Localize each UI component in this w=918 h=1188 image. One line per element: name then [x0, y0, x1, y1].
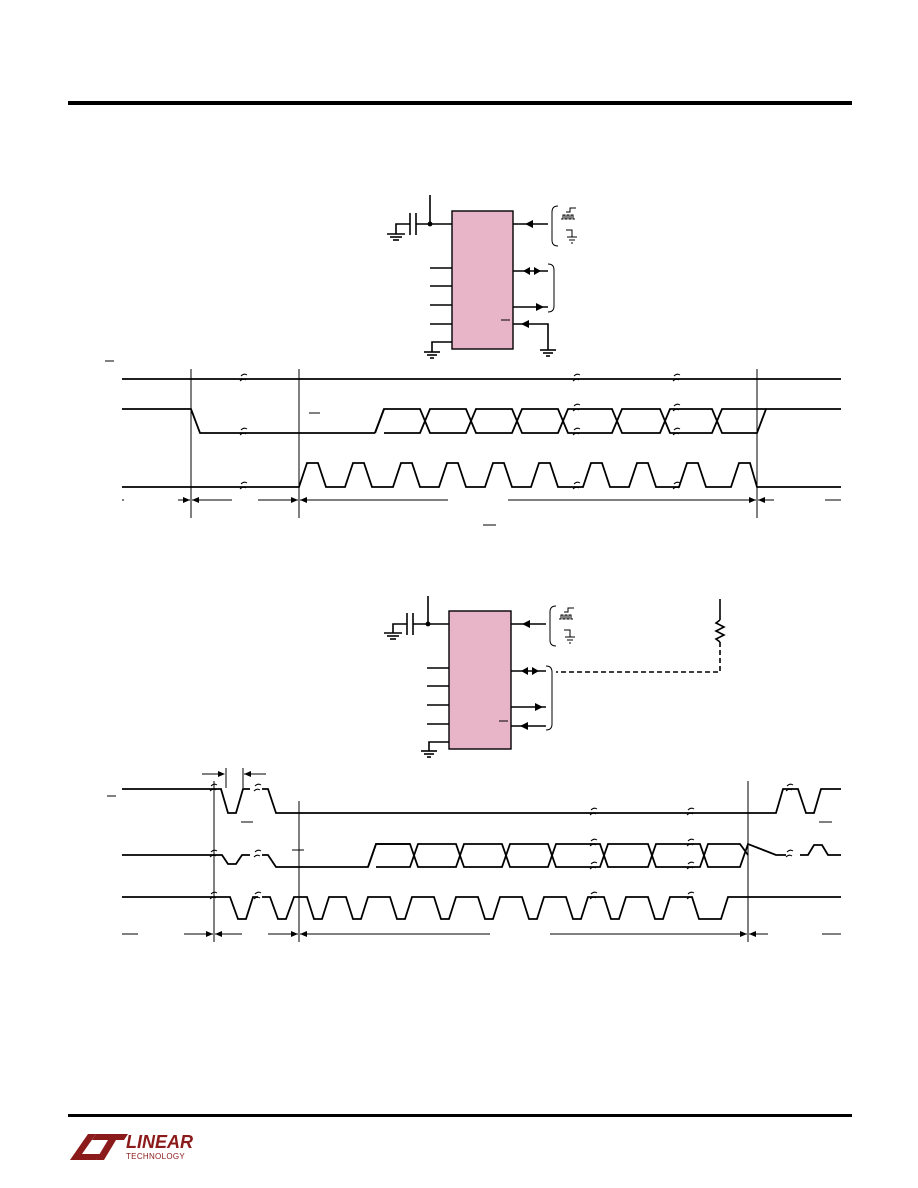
bottom-data-signal	[122, 842, 841, 868]
pullup-resistor-icon	[714, 619, 726, 643]
bottom-ground-icon	[384, 632, 402, 640]
top-arrow-cs-icon	[521, 320, 529, 328]
bottom-arrow-in-icon	[522, 620, 530, 628]
bottom-brace-input	[549, 605, 557, 647]
bottom-dim-arrow-a-icon	[218, 771, 225, 777]
bottom-gnd-lead	[428, 741, 449, 751]
top-clock-icon	[561, 207, 576, 220]
bottom-cs-signal-a	[122, 788, 250, 814]
top-arrow-bidir-right-icon	[534, 267, 541, 275]
top-ic-chip	[451, 210, 514, 350]
top-gnd-lead	[431, 341, 452, 352]
bottom-clock-signal	[122, 896, 841, 920]
top-ground-icon	[387, 233, 405, 241]
top-clock-signal	[122, 462, 841, 488]
top-break-marks	[239, 373, 681, 490]
bottom-chip-ground-icon	[421, 750, 437, 758]
top-circuit	[387, 195, 577, 359]
top-data-signal	[122, 408, 841, 434]
bottom-ic-chip	[448, 610, 512, 750]
bottom-brace-output	[545, 665, 553, 731]
bottom-arrow-out-icon	[535, 703, 543, 711]
bottom-break-marks	[209, 783, 794, 900]
linear-logo-icon	[70, 1134, 128, 1160]
top-brace-output	[547, 263, 555, 313]
top-cap-lead	[395, 223, 410, 234]
logo-wordmark: LINEAR	[126, 1132, 193, 1152]
bottom-small-ground-icon	[564, 629, 575, 644]
top-right-ground-icon	[540, 349, 556, 357]
top-brace-input	[551, 205, 559, 247]
top-chip-ground-icon	[424, 351, 440, 359]
top-arrow-in-icon	[525, 220, 533, 228]
pullup-dashed-line	[556, 642, 721, 673]
bottom-dim-arrow-b-icon	[244, 771, 251, 777]
top-dimension-arrows	[122, 497, 841, 526]
top-timing	[105, 360, 841, 526]
top-junction-dot	[427, 221, 433, 227]
top-pin-right-cs	[513, 323, 549, 350]
bottom-junction-dot	[425, 621, 431, 627]
bottom-clock-icon	[559, 607, 574, 620]
bottom-arrow-cs-icon	[520, 722, 528, 730]
bottom-arrow-bidir-right-icon	[532, 667, 539, 675]
logo-subtitle: TECHNOLOGY	[126, 1152, 186, 1161]
bottom-cap-lead	[392, 623, 407, 633]
top-arrow-out-icon	[536, 303, 544, 311]
top-arrow-bidir-left-icon	[523, 267, 530, 275]
bottom-circuit	[384, 596, 726, 758]
bottom-cs-signal-b	[262, 788, 841, 814]
header-rule	[68, 101, 852, 105]
bottom-dimension-arrows	[122, 931, 841, 937]
top-small-ground-icon	[566, 229, 577, 244]
bottom-arrow-bidir-left-icon	[521, 667, 528, 675]
bottom-timing	[107, 768, 841, 942]
footer-rule	[68, 1114, 852, 1117]
